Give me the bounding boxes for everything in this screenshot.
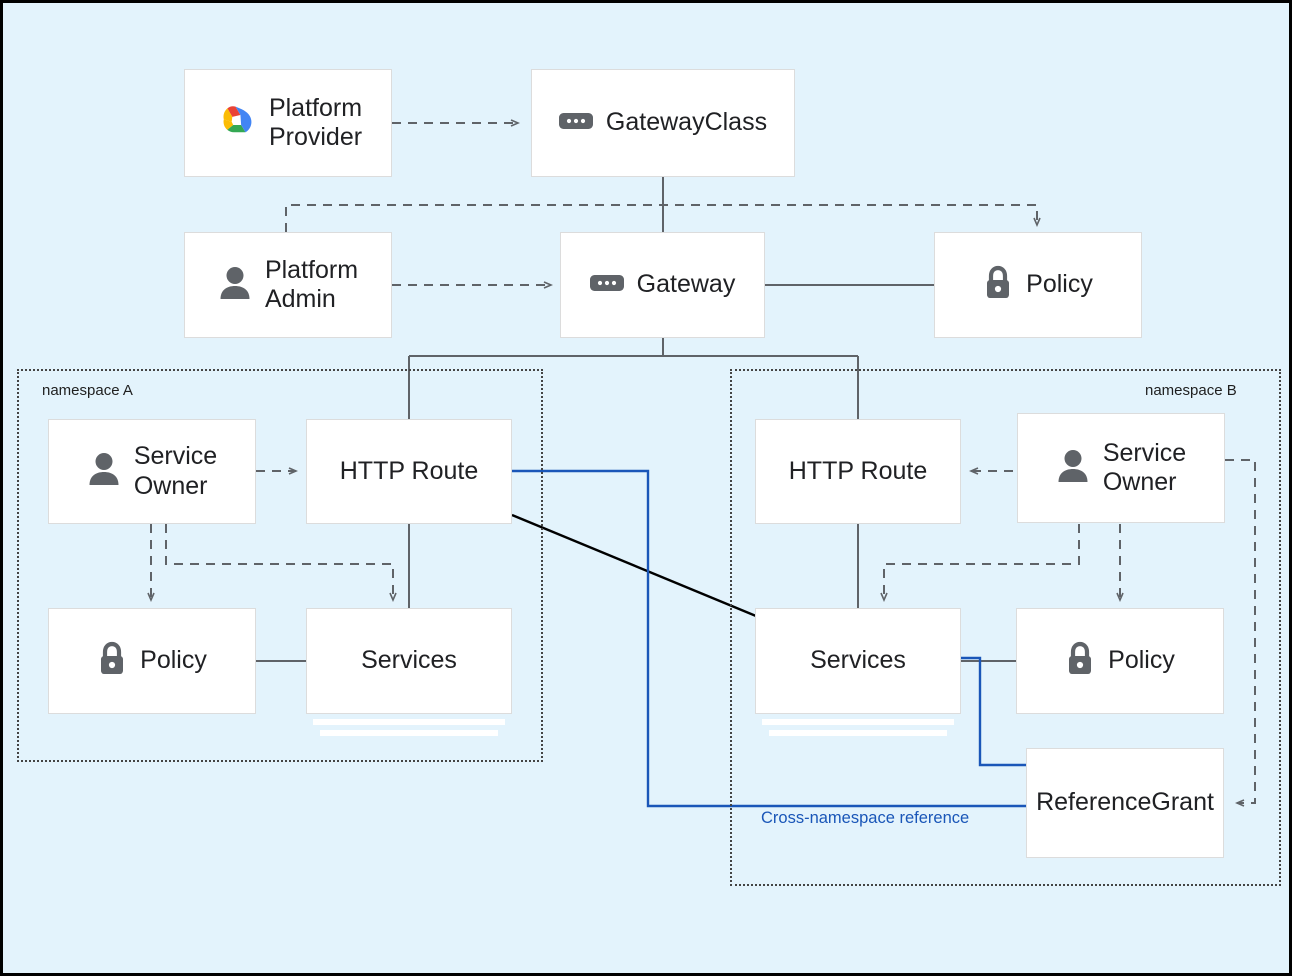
- node-policy-platform-label: Policy: [1026, 270, 1093, 299]
- namespace-a-container: [17, 369, 543, 762]
- node-http-route-a-label: HTTP Route: [339, 456, 479, 485]
- namespace-a-label: namespace A: [42, 382, 133, 399]
- node-service-owner-b-label: Service Owner: [1102, 438, 1187, 497]
- person-icon: [218, 265, 252, 306]
- node-http-route-b[interactable]: HTTP Route: [755, 419, 961, 524]
- services-b-stack-layer-1: [762, 719, 954, 725]
- node-gateway-label: Gateway: [636, 270, 736, 299]
- gateway-icon: [589, 272, 624, 299]
- node-reference-grant-label: ReferenceGrant: [1036, 788, 1214, 817]
- lock-icon: [97, 641, 127, 682]
- lock-icon: [1065, 641, 1095, 682]
- node-services-b-label: Services: [810, 646, 906, 675]
- node-policy-a-label: Policy: [140, 646, 207, 675]
- node-service-owner-a-label: Service Owner: [133, 442, 218, 500]
- namespace-b-container: [730, 369, 1281, 886]
- node-platform-admin[interactable]: Platform Admin: [184, 232, 392, 338]
- lock-icon: [983, 265, 1013, 306]
- wire-route-a-to-services-b: [511, 513, 757, 618]
- node-reference-grant[interactable]: ReferenceGrant: [1026, 748, 1224, 858]
- node-http-route-a[interactable]: HTTP Route: [306, 419, 512, 524]
- cross-namespace-reference-label: Cross-namespace reference: [761, 809, 970, 827]
- node-platform-provider-label: Platform Provider: [268, 93, 363, 152]
- person-icon: [87, 451, 121, 492]
- services-a-stack-layer-2: [320, 730, 498, 736]
- wire-admin-to-policy: [285, 204, 1037, 232]
- node-services-b[interactable]: Services: [755, 608, 961, 714]
- node-http-route-b-label: HTTP Route: [788, 456, 928, 485]
- google-cloud-icon: [214, 103, 256, 144]
- node-gatewayclass[interactable]: GatewayClass: [531, 69, 795, 177]
- node-platform-provider[interactable]: Platform Provider: [184, 69, 392, 177]
- gateway-icon: [558, 110, 593, 137]
- person-icon: [1056, 448, 1090, 489]
- node-policy-a[interactable]: Policy: [48, 608, 256, 714]
- node-service-owner-b[interactable]: Service Owner: [1017, 413, 1225, 523]
- node-gateway[interactable]: Gateway: [560, 232, 765, 338]
- node-gatewayclass-label: GatewayClass: [605, 108, 768, 137]
- node-services-a[interactable]: Services: [306, 608, 512, 714]
- node-services-a-label: Services: [361, 646, 457, 675]
- node-policy-b[interactable]: Policy: [1016, 608, 1224, 714]
- services-a-stack-layer-1: [313, 719, 505, 725]
- services-b-stack-layer-2: [769, 730, 947, 736]
- node-policy-platform[interactable]: Policy: [934, 232, 1142, 338]
- namespace-b-label: namespace B: [1145, 382, 1237, 399]
- node-platform-admin-label: Platform Admin: [264, 255, 359, 314]
- node-policy-b-label: Policy: [1108, 646, 1175, 675]
- node-service-owner-a[interactable]: Service Owner: [48, 419, 256, 524]
